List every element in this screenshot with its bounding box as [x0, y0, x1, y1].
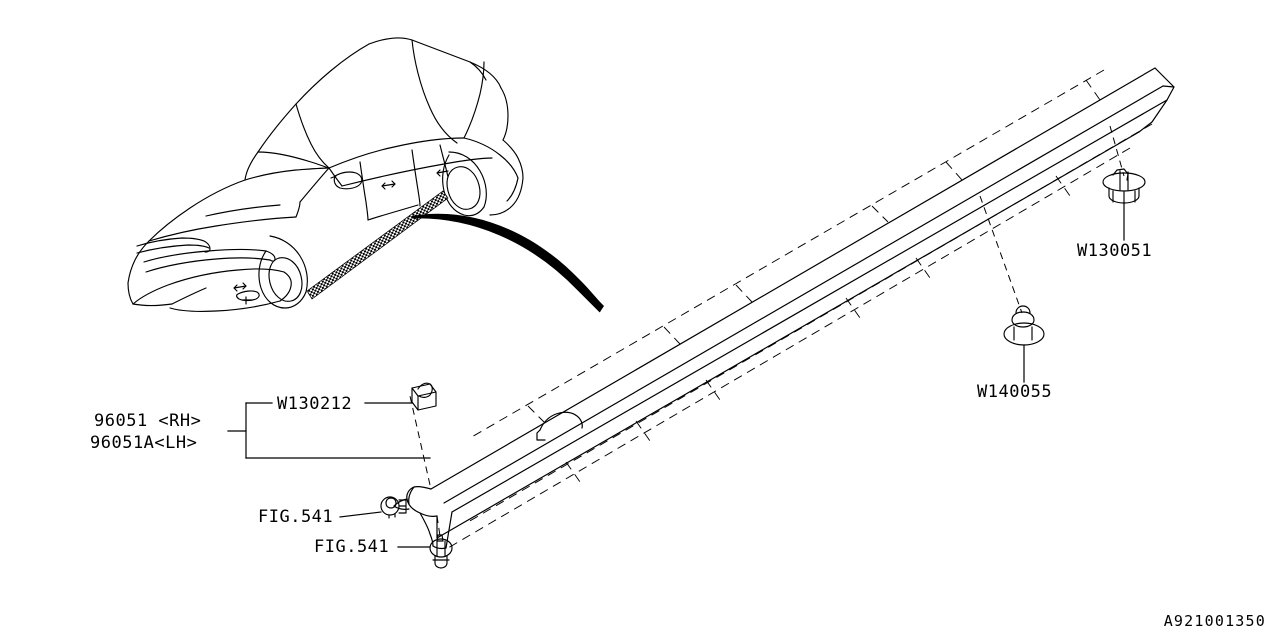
square-block-clip-icon — [411, 382, 437, 411]
leader-to-w130051 — [1109, 125, 1125, 177]
part-number-lh: 96051A<LH> — [90, 433, 198, 453]
fig-reference-upper: FIG.541 — [258, 507, 334, 527]
flange-grommet-clip-icon — [1003, 305, 1045, 346]
clip-label-w130212: W130212 — [277, 394, 353, 414]
clip-label-w130051: W130051 — [1077, 241, 1153, 261]
fig-reference-lower: FIG.541 — [314, 537, 390, 557]
part-number-rh: 96051 <RH> — [94, 411, 202, 431]
leader-to-w140055 — [979, 195, 1023, 314]
barrel-grommet-icon — [380, 496, 407, 519]
clip-label-w140055: W140055 — [977, 382, 1053, 402]
leader-to-w130212 — [409, 395, 431, 486]
diagram-code: A921001350 — [1163, 612, 1266, 630]
leader-to-fig541-lower — [436, 515, 441, 537]
stepped-push-rivet-icon — [429, 534, 453, 569]
